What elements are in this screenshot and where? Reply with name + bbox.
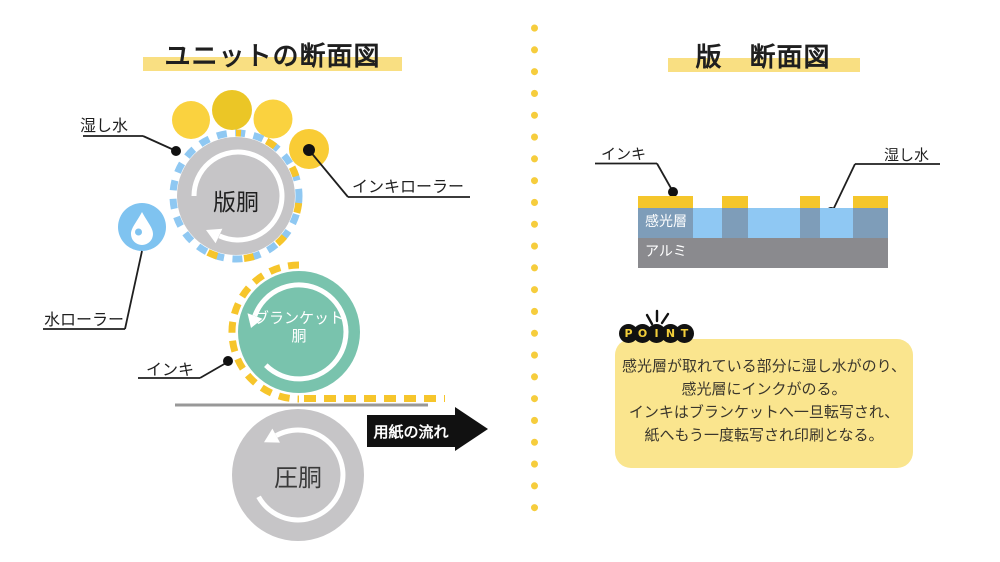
plate-rotation-arrow <box>191 149 285 243</box>
photosensitive-column <box>800 208 820 238</box>
ink-bar <box>800 196 820 208</box>
ink-roller-label: インキローラー <box>352 177 465 196</box>
blanket-cylinder-label: ブランケット 胴 <box>249 309 349 345</box>
paper-flow-label: 用紙の流れ <box>373 422 449 441</box>
dampening-water-label: 湿し水 <box>80 116 129 135</box>
point-text-line: 紙へもう一度転写され印刷となる。 <box>644 426 884 444</box>
blanket-label-line2: 胴 <box>291 327 307 345</box>
photosensitive-column <box>853 208 888 238</box>
blanket-cylinder <box>228 261 360 403</box>
blanket-ink-dash-arc <box>228 261 300 403</box>
point-text-line: 感光層にインクがのる。 <box>681 380 847 398</box>
plate-ink-label: インキ <box>601 145 647 163</box>
point-text-line: インキはブランケットへ一旦転写され、 <box>628 403 900 421</box>
point-badge-letter: T <box>675 324 694 343</box>
plate-ink-dot <box>668 187 678 197</box>
water-drop-icon <box>131 212 153 245</box>
paper-flow-arrow-head <box>455 407 488 451</box>
photosensitive-layer-label: 感光層 <box>645 214 687 230</box>
ink-dot <box>223 356 233 366</box>
left-label-leader-lines <box>43 135 470 379</box>
right-title-highlight <box>668 58 860 72</box>
plate-cylinder-label: 版胴 <box>213 190 259 216</box>
water-roller-label: 水ローラー <box>44 310 125 329</box>
point-callout-text: 感光層が取れている部分に湿し水がのり、 感光層にインクがのる。 インキはブランケ… <box>615 355 913 447</box>
ink-label: インキ <box>146 360 195 379</box>
point-badge-rays <box>645 309 670 326</box>
aluminum-layer-label: アルミ <box>645 244 687 260</box>
ink-bar <box>722 196 748 208</box>
water-roller <box>118 203 166 251</box>
aluminum-band <box>638 238 888 268</box>
ink-bar <box>853 196 888 208</box>
photosensitive-column <box>722 208 748 238</box>
left-title-highlight <box>143 57 402 71</box>
plate-water-label: 湿し水 <box>884 146 930 164</box>
plate-cross-section: 感光層 アルミ <box>638 196 888 268</box>
blanket-label-line1: ブランケット <box>253 309 344 327</box>
ink-bar <box>638 196 693 208</box>
impression-rotation-arrow <box>256 427 346 523</box>
right-label-leader-lines <box>595 162 940 211</box>
right-panel-title: 版 断面図 <box>695 43 831 73</box>
impression-cylinder-label: 圧胴 <box>274 464 322 492</box>
impression-cylinder <box>232 409 364 541</box>
plate-ink-dash-arc <box>189 129 303 263</box>
point-callout-box <box>615 339 913 468</box>
left-panel-title: ユニットの断面図 <box>164 42 381 72</box>
ink-roller-dot <box>303 144 315 156</box>
photosensitive-column <box>638 208 693 238</box>
blanket-rotation-arrow <box>252 282 349 382</box>
point-text-line: 感光層が取れている部分に湿し水がのり、 <box>622 357 906 375</box>
dampening-water-dot <box>171 146 181 156</box>
plate-cylinder <box>169 129 303 263</box>
paper-flow-arrow: 用紙の流れ <box>367 415 455 447</box>
point-badge: P O I N T <box>619 324 694 343</box>
